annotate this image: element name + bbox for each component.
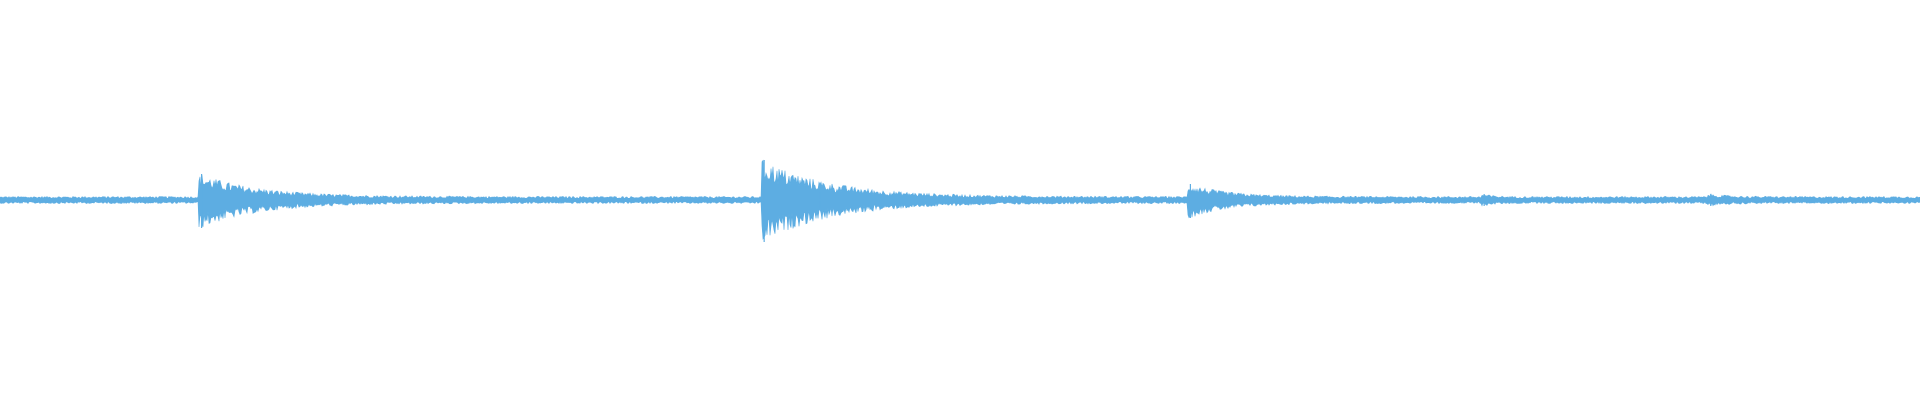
waveform-series [0,159,1920,242]
